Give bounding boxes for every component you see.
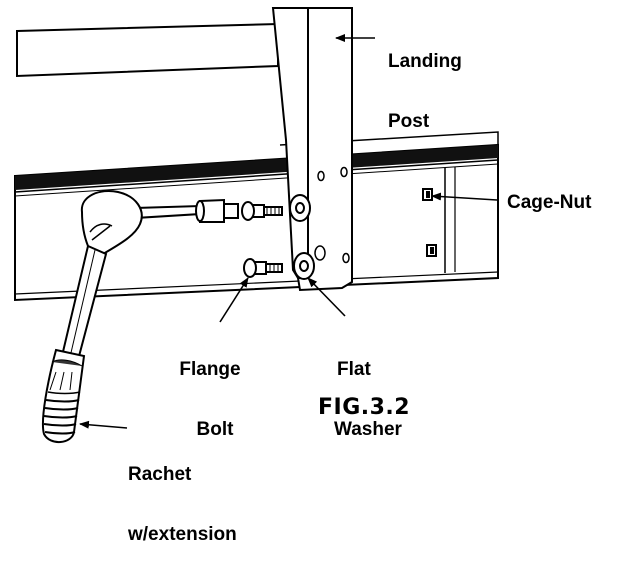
upper-flat-washer [289,194,311,222]
lower-flat-washer [293,252,315,280]
flat-washer-label: Flat Washer [334,320,402,460]
cage-nut-label: Cage-Nut [507,192,592,213]
flange-bolt-label: Flange Bolt [178,320,242,460]
flange-bolt-label-line1: Flange [179,359,241,380]
rachet-label-line2: w/extension [128,524,237,545]
top-rail [16,21,287,78]
rachet-label-line1: Rachet [128,464,192,485]
landing-post-label-line2: Post [388,111,430,132]
flange-bolt-upper [241,201,283,221]
rachet-label: Rachet w/extension [128,425,237,565]
rachet-with-extension [41,190,239,443]
cage-nut-lower [426,244,437,257]
assembly-diagram: Landing Post Cage-Nut Flange Bolt Flat W… [14,7,592,545]
landing-post-label: Landing Post [388,12,462,152]
figure-caption: FIG.3.2 [318,395,411,420]
leader-lines [79,34,498,429]
flange-bolt-lower [243,258,283,278]
landing-post-label-line1: Landing [388,51,462,72]
side-frame-panel [14,131,499,302]
diagram-drawing [14,7,499,443]
cage-nut-upper [422,188,433,201]
flat-washer-label-line1: Flat [337,359,371,380]
landing-post [271,7,353,292]
flat-washer-label-line2: Washer [334,419,402,440]
flange-bolt-label-line2: Bolt [196,419,234,440]
